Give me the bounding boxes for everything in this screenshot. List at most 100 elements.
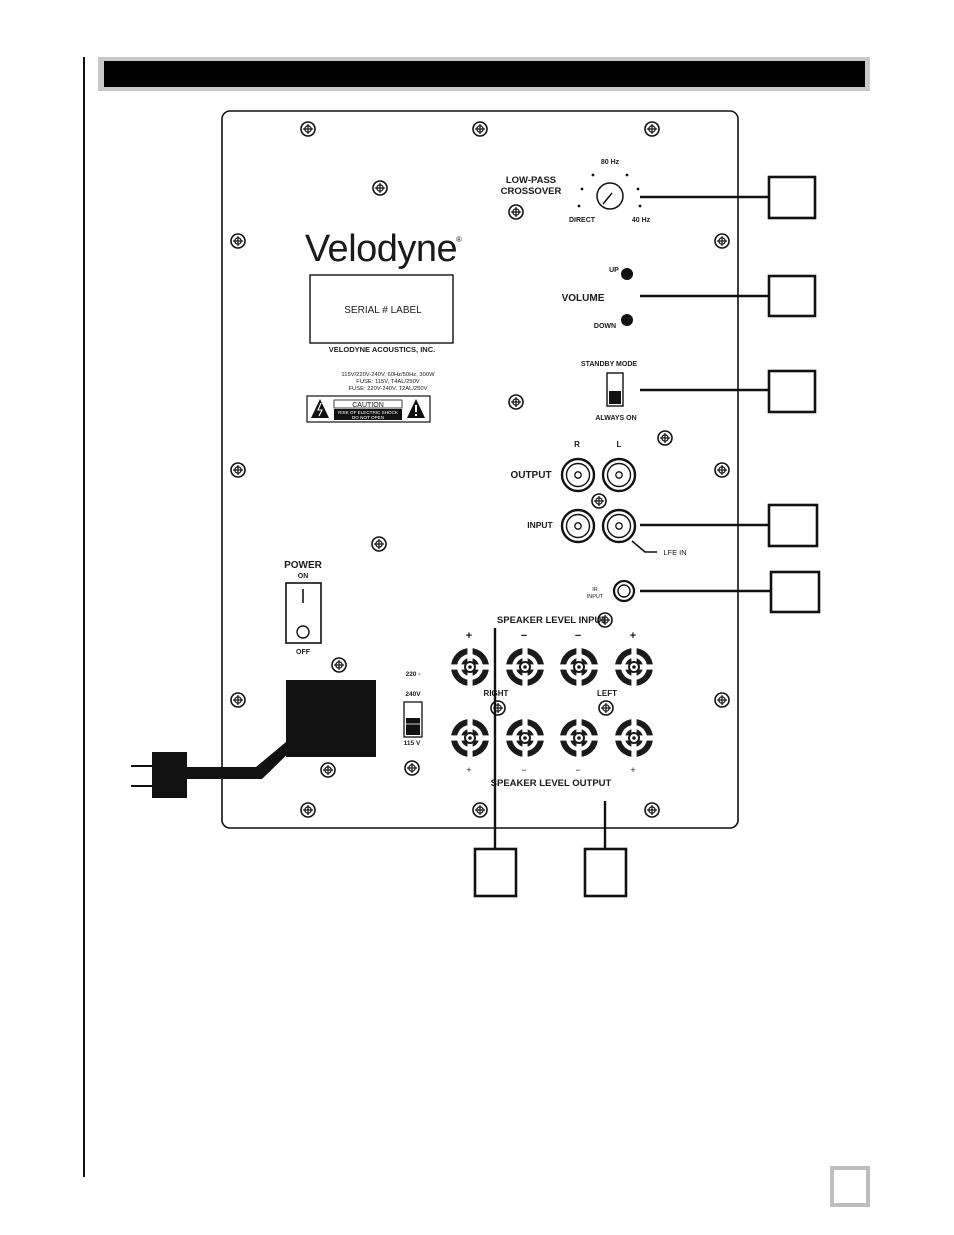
plug-icon [152,752,187,798]
volume-down-button[interactable] [621,314,633,326]
screw-icon [714,462,730,478]
binding-post-in-left-neg[interactable] [559,647,599,687]
polarity-bottom-3: − [575,765,580,775]
volume-down-label: DOWN [594,323,616,330]
screw-icon [644,121,660,137]
rating-line-3: FUSE: 220V-240V, T2AL/250V [349,386,428,392]
lfe-in-label: LFE IN [663,548,686,557]
ir-input-jack[interactable] [612,579,636,603]
crossover-direct: DIRECT [569,217,596,224]
binding-post-in-right-pos[interactable] [450,647,490,687]
ir-label-1: IR [592,587,598,593]
binding-post-out-left-neg[interactable] [559,718,599,758]
rating-line-2: FUSE: 115V, T4AL/250V [356,379,420,385]
callout-box-4 [767,503,819,548]
screw-icon [644,802,660,818]
screw-icon [598,700,614,716]
lightning-warning-icon [311,399,329,418]
company-name: VELODYNE ACOUSTICS, INC. [329,345,435,354]
screw-icon [300,802,316,818]
output-label: OUTPUT [510,470,551,481]
volume-label: VOLUME [562,293,605,304]
screw-icon [331,657,347,673]
rating-line-1: 115V/220V-240V, 60Hz/50Hz, 300W [341,372,435,378]
screw-icon [230,692,246,708]
power-switch[interactable] [285,582,322,644]
left-channel-label: LEFT [597,689,617,698]
crossover-label-1: LOW-PASS [506,175,556,186]
header-bar [104,61,865,87]
screw-icon [230,233,246,249]
rca-output-r-jack[interactable] [560,457,596,493]
screw-icon [371,536,387,552]
crossover-80hz: 80 Hz [601,159,620,166]
screw-icon [472,121,488,137]
callout-box-2 [767,274,817,318]
screw-icon [714,233,730,249]
callout-leaders [493,195,771,849]
screw-icon [591,493,607,509]
caution-title: CAUTION [352,402,384,409]
screw-icon [372,180,388,196]
screw-icon [490,700,506,716]
crossover-knob[interactable] [596,182,624,210]
speaker-output-title: SPEAKER LEVEL OUTPUT [491,778,612,789]
power-on-label: ON [298,573,309,580]
rca-input-r-jack[interactable] [560,508,596,544]
screw-icon [508,394,524,410]
standby-switch[interactable] [606,372,624,407]
polarity-top-3: − [575,630,581,642]
crossover-label-2: CROSSOVER [501,186,562,197]
crossover-dots [577,173,642,208]
screw-icon [508,204,524,220]
standby-mode-label: STANDBY MODE [581,361,637,368]
polarity-bottom-1: + [466,765,471,775]
velodyne-logo: Velodyne [305,228,457,270]
input-label: INPUT [527,520,553,530]
screw-icon [472,802,488,818]
screw-icon [404,760,420,776]
volume-up-button[interactable] [621,268,633,280]
registered-mark: ® [456,235,462,244]
polarity-top-1: + [466,630,472,642]
lfe-pointer [631,540,657,553]
rca-r-label: R [574,440,580,449]
rca-output-l-jack[interactable] [601,457,637,493]
binding-post-out-right-pos[interactable] [450,718,490,758]
serial-label-text: SERIAL # LABEL [344,305,422,316]
volume-up-label: UP [609,267,619,274]
polarity-top-4: + [630,630,636,642]
polarity-top-2: − [521,630,527,642]
power-off-label: OFF [296,649,311,656]
serial-label-box [309,274,454,344]
callout-box-1 [767,175,817,220]
polarity-bottom-4: + [630,765,635,775]
polarity-bottom-2: − [521,765,526,775]
callout-box-5 [769,570,821,614]
callout-box-3 [767,369,817,414]
always-on-label: ALWAYS ON [595,415,636,422]
voltage-label-115: 115 V [404,740,421,747]
screw-icon [714,692,730,708]
power-label: POWER [284,560,323,571]
binding-post-out-left-pos[interactable] [614,718,654,758]
crossover-40hz: 40 Hz [632,217,651,224]
voltage-selector-switch[interactable] [403,701,423,738]
page-number-box [830,1166,870,1207]
voltage-label-2: 240V [405,691,421,698]
callout-box-6 [473,847,518,898]
screw-icon [320,762,336,778]
screw-icon [300,121,316,137]
rca-input-l-jack[interactable] [601,508,637,544]
caution-line-1: RISK OF ELECTRIC SHOCK [338,410,399,415]
rca-l-label: L [617,440,622,449]
callout-box-7 [583,847,628,898]
binding-post-in-left-pos[interactable] [614,647,654,687]
power-cord [131,680,376,798]
callout-boxes [473,175,821,898]
voltage-label-1: 220 - [406,671,421,678]
binding-post-in-right-neg[interactable] [505,647,545,687]
screw-icon [230,462,246,478]
binding-post-out-right-neg[interactable] [505,718,545,758]
